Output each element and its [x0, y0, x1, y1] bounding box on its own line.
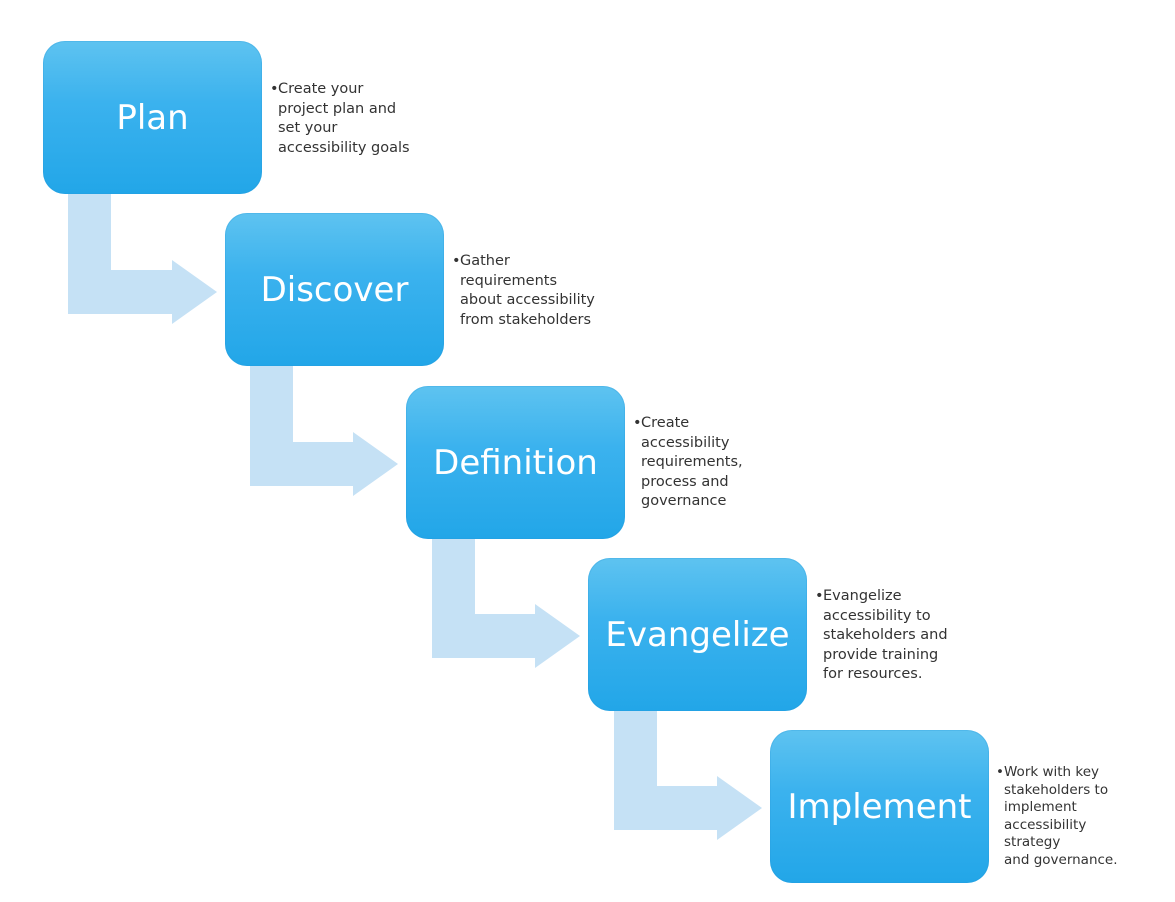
step-discover-box: Discover [225, 213, 444, 366]
step-plan-box: Plan [43, 41, 262, 194]
connector-arrow-plan-discover [68, 193, 217, 324]
connector-arrow-discover-definition [250, 366, 398, 496]
step-implement-description-text: Work with key stakeholders to implement … [1004, 764, 1118, 868]
bullet: • [633, 415, 642, 431]
step-implement-box: Implement [770, 730, 989, 883]
step-definition-description: • Create accessibility requirements, pro… [633, 414, 793, 512]
step-discover-description: • Gather requirements about accessibilit… [452, 252, 612, 330]
connector-arrow-evangelize-implement [614, 711, 762, 840]
step-definition-description-text: Create accessibility requirements, proce… [641, 415, 743, 509]
step-plan-title: Plan [116, 97, 189, 138]
step-plan-description-text: Create your project plan and set your ac… [278, 81, 410, 156]
bullet: • [270, 81, 279, 97]
step-evangelize-title: Evangelize [605, 614, 790, 655]
step-discover-description-text: Gather requirements about accessibility … [460, 253, 595, 328]
step-evangelize-description: • Evangelize accessibility to stakeholde… [815, 587, 975, 685]
bullet: • [815, 588, 824, 604]
step-plan-description: • Create your project plan and set your … [270, 80, 430, 158]
bullet: • [452, 253, 461, 269]
step-implement-description: • Work with key stakeholders to implemen… [996, 764, 1146, 869]
step-definition-title: Definition [433, 442, 598, 483]
step-evangelize-description-text: Evangelize accessibility to stakeholders… [823, 588, 948, 682]
step-definition-box: Definition [406, 386, 625, 539]
connector-arrow-definition-evangelize [432, 539, 580, 668]
step-discover-title: Discover [260, 269, 409, 310]
step-implement-title: Implement [787, 786, 972, 827]
step-evangelize-box: Evangelize [588, 558, 807, 711]
bullet: • [996, 764, 1004, 780]
